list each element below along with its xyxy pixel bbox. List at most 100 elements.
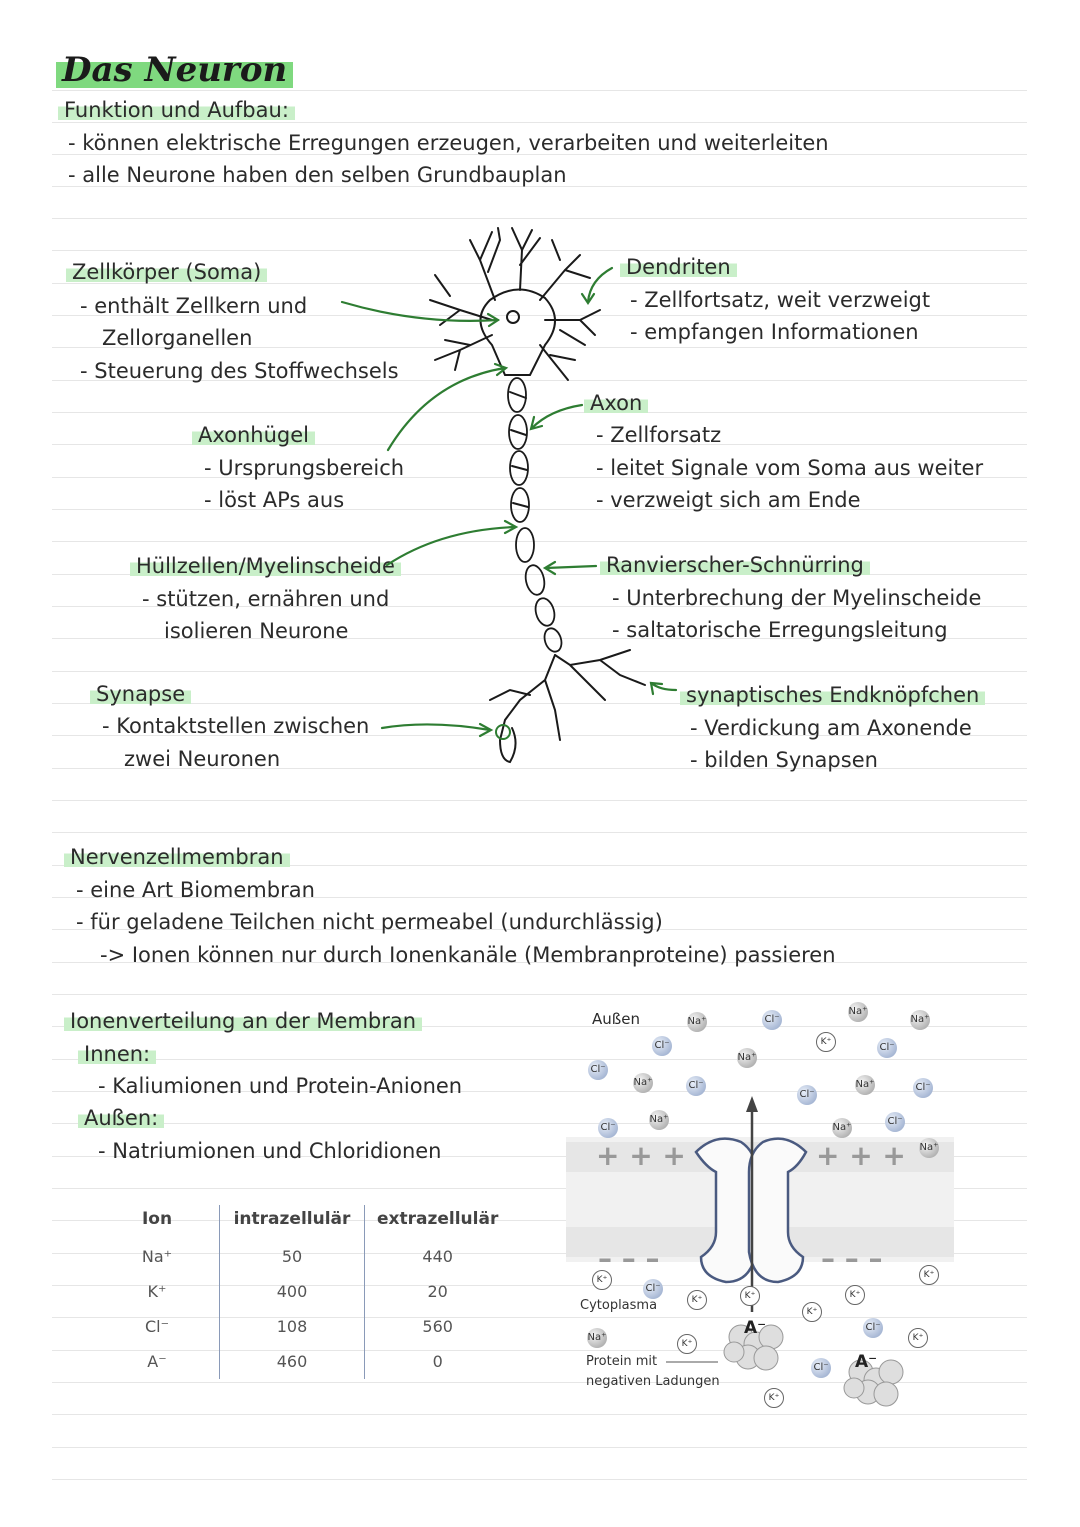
- table-cell: 50: [219, 1239, 365, 1274]
- protein-label-2: negativen Ladungen: [586, 1374, 720, 1389]
- myelin-line-1: - stützen, ernähren und: [142, 587, 390, 611]
- membrane-bilayer: [566, 1096, 954, 1407]
- table-row: Cl⁻ 108 560: [95, 1309, 510, 1344]
- sodium-ion: Na⁺: [910, 1010, 930, 1030]
- table-header: Ion: [141, 1209, 173, 1229]
- potassium-ion: K⁺: [740, 1286, 760, 1306]
- chloride-ion: Cl⁻: [885, 1112, 905, 1132]
- table-cell: A⁻: [147, 1352, 167, 1371]
- table-cell: K⁺: [147, 1282, 167, 1301]
- soma-line-1: - enthält Zellkern und: [80, 294, 308, 318]
- ranvier-line-1: - Unterbrechung der Myelinscheide: [612, 586, 982, 610]
- axonhuegel-heading: Axonhügel: [192, 421, 316, 449]
- sodium-ion: Na⁺: [855, 1075, 875, 1095]
- membrane-line-1: - eine Art Biomembran: [76, 878, 315, 902]
- chloride-ion: Cl⁻: [652, 1036, 672, 1056]
- chloride-ion: Cl⁻: [598, 1118, 618, 1138]
- potassium-ion: K⁺: [816, 1032, 836, 1052]
- chloride-ion: Cl⁻: [913, 1078, 933, 1098]
- table-cell: 560: [422, 1317, 453, 1336]
- ranvier-line-2: - saltatorische Erregungsleitung: [612, 618, 948, 642]
- negative-charge-right: – – –: [821, 1242, 883, 1275]
- table-cell: 108: [219, 1309, 365, 1344]
- sodium-ion: Na⁺: [587, 1328, 607, 1348]
- table-cell: Cl⁻: [144, 1317, 170, 1336]
- axon-heading: Axon: [584, 389, 649, 417]
- table-cell: 0: [432, 1352, 443, 1371]
- potassium-ion: K⁺: [677, 1334, 697, 1354]
- outside-item: - Natriumionen und Chloridionen: [98, 1139, 442, 1163]
- potassium-ion: K⁺: [592, 1270, 612, 1290]
- dendriten-line-2: - empfangen Informationen: [630, 320, 919, 344]
- table-cell: 20: [427, 1282, 448, 1301]
- table-row: A⁻ 460 0: [95, 1344, 510, 1379]
- page-title: Das Neuron: [56, 50, 294, 90]
- table-cell: 400: [219, 1274, 365, 1309]
- chloride-ion: Cl⁻: [877, 1038, 897, 1058]
- chloride-ion: Cl⁻: [588, 1060, 608, 1080]
- endknoepfchen-heading: synaptisches Endknöpfchen: [680, 681, 986, 709]
- sodium-ion: Na⁺: [832, 1118, 852, 1138]
- sodium-ion: Na⁺: [919, 1138, 939, 1158]
- negative-charge-left: – – –: [598, 1242, 660, 1275]
- synapse-line-1: - Kontaktstellen zwischen: [102, 714, 370, 738]
- inside-item: - Kaliumionen und Protein-Anionen: [98, 1074, 463, 1098]
- myelin-line-2: isolieren Neurone: [164, 619, 349, 643]
- membrane-line-2: - für geladene Teilchen nicht permeabel …: [76, 910, 663, 934]
- ranvier-heading: Ranvierscher-Schnürring: [600, 551, 870, 579]
- chloride-ion: Cl⁻: [797, 1085, 817, 1105]
- potassium-ion: K⁺: [764, 1388, 784, 1408]
- sodium-ion: Na⁺: [687, 1012, 707, 1032]
- inside-label: Cytoplasma: [580, 1298, 658, 1313]
- protein-anion: A⁻: [744, 1318, 767, 1338]
- neuron-diagram: [340, 227, 678, 764]
- positive-charge-left: + + +: [596, 1139, 686, 1172]
- axonhuegel-line-1: - Ursprungsbereich: [204, 456, 405, 480]
- synapse-heading: Synapse: [90, 680, 192, 708]
- chloride-ion: Cl⁻: [863, 1318, 883, 1338]
- intro-point-1: - können elektrische Erregungen erzeugen…: [68, 131, 829, 155]
- positive-charge-right: + + +: [816, 1139, 906, 1172]
- endknoepfchen-line-1: - Verdickung am Axonende: [690, 716, 972, 740]
- potassium-ion: K⁺: [845, 1285, 865, 1305]
- chloride-ion: Cl⁻: [762, 1010, 782, 1030]
- dendriten-line-1: - Zellfortsatz, weit verzweigt: [630, 288, 931, 312]
- inside-heading: Innen:: [78, 1040, 157, 1068]
- soma-heading: Zellkörper (Soma): [66, 258, 268, 286]
- sodium-ion: Na⁺: [633, 1073, 653, 1093]
- chloride-ion: Cl⁻: [811, 1358, 831, 1378]
- table-cell: 440: [422, 1247, 453, 1266]
- sodium-ion: Na⁺: [649, 1110, 669, 1130]
- myelin-heading: Hüllzellen/Myelinscheide: [130, 552, 401, 580]
- axon-line-2: - leitet Signale vom Soma aus weiter: [596, 456, 984, 480]
- synapse-line-2: zwei Neuronen: [124, 747, 281, 771]
- soma-line-2: Zellorganellen: [102, 326, 253, 350]
- dendriten-heading: Dendriten: [620, 253, 737, 281]
- protein-label-1: Protein mit: [586, 1354, 658, 1369]
- distribution-heading: Ionenverteilung an der Membran: [64, 1007, 423, 1035]
- protein-anion: A⁻: [855, 1352, 878, 1372]
- axon-line-3: - verzweigt sich am Ende: [596, 488, 861, 512]
- axonhuegel-line-2: - löst APs aus: [204, 488, 345, 512]
- potassium-ion: K⁺: [919, 1265, 939, 1285]
- outside-heading: Außen:: [78, 1104, 165, 1132]
- potassium-ion: K⁺: [687, 1290, 707, 1310]
- ion-channel-illustration: Außen Cytoplasma Protein mit negativen L…: [566, 992, 954, 1417]
- sodium-ion: Na⁺: [737, 1048, 757, 1068]
- membrane-heading: Nervenzellmembran: [64, 843, 290, 871]
- table-header-row: Ion intrazellulär extrazellulär: [95, 1205, 510, 1239]
- outside-label: Außen: [592, 1010, 640, 1028]
- table-cell: Na⁺: [141, 1247, 173, 1266]
- table-header: intrazellulär: [219, 1205, 365, 1239]
- axon-line-1: - Zellforsatz: [596, 423, 722, 447]
- endknoepfchen-line-2: - bilden Synapsen: [690, 748, 878, 772]
- sodium-ion: Na⁺: [848, 1002, 868, 1022]
- potassium-ion: K⁺: [908, 1328, 928, 1348]
- table-cell: 460: [219, 1344, 365, 1379]
- intro-point-2: - alle Neurone haben den selben Grundbau…: [68, 163, 567, 187]
- chloride-ion: Cl⁻: [643, 1279, 663, 1299]
- membrane-line-3: -> Ionen können nur durch Ionenkanäle (M…: [100, 943, 836, 967]
- table-row: Na⁺ 50 440: [95, 1239, 510, 1274]
- intro-heading: Funktion und Aufbau:: [58, 96, 295, 124]
- chloride-ion: Cl⁻: [686, 1076, 706, 1096]
